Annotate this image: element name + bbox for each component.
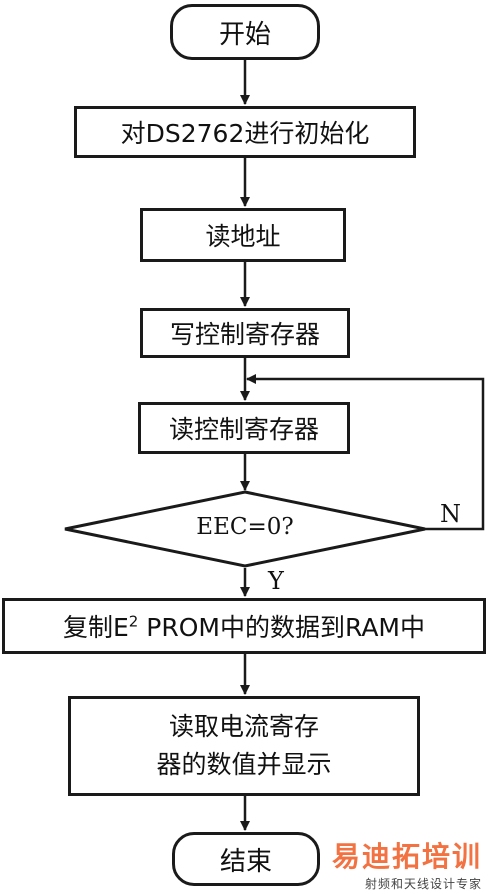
read-control-label: 读控制寄存器 [168, 415, 319, 444]
no-label: N [440, 500, 461, 528]
watermark-sub: 射频和天线设计专家 [364, 877, 482, 891]
end-label: 结束 [219, 846, 272, 877]
start-terminal: 开始 [170, 4, 320, 60]
copy-label-superscript: 2 [128, 612, 139, 631]
read-current-line1: 读取电流寄存 [168, 712, 319, 741]
read-address-box: 读地址 [140, 208, 346, 262]
read-current-line2: 器的数值并显示 [156, 750, 332, 779]
init-label: 对DS2762进行初始化 [120, 119, 370, 148]
copy-box: 复制E2 PROM中的数据到RAM中 [2, 598, 486, 654]
decision-diamond [64, 490, 426, 568]
watermark-main: 易迪拓培训 [331, 840, 482, 873]
init-box: 对DS2762进行初始化 [74, 106, 416, 158]
write-control-box: 写控制寄存器 [140, 308, 350, 358]
copy-label-post: PROM中的数据到RAM中 [138, 613, 425, 642]
copy-label-pre: 复制E [62, 613, 129, 642]
watermark: 易迪拓培训 射频和天线设计专家 [332, 835, 482, 892]
end-terminal: 结束 [172, 832, 320, 886]
copy-label: 复制E2 PROM中的数据到RAM中 [63, 608, 425, 644]
yes-label: Y [268, 567, 284, 595]
read-current-box: 读取电流寄存 器的数值并显示 [68, 696, 420, 796]
write-control-label: 写控制寄存器 [169, 320, 320, 349]
decision-label: EEC=0? [196, 514, 294, 540]
read-control-box: 读控制寄存器 [138, 402, 350, 454]
read-address-label: 读地址 [205, 222, 281, 251]
start-label: 开始 [218, 19, 271, 50]
